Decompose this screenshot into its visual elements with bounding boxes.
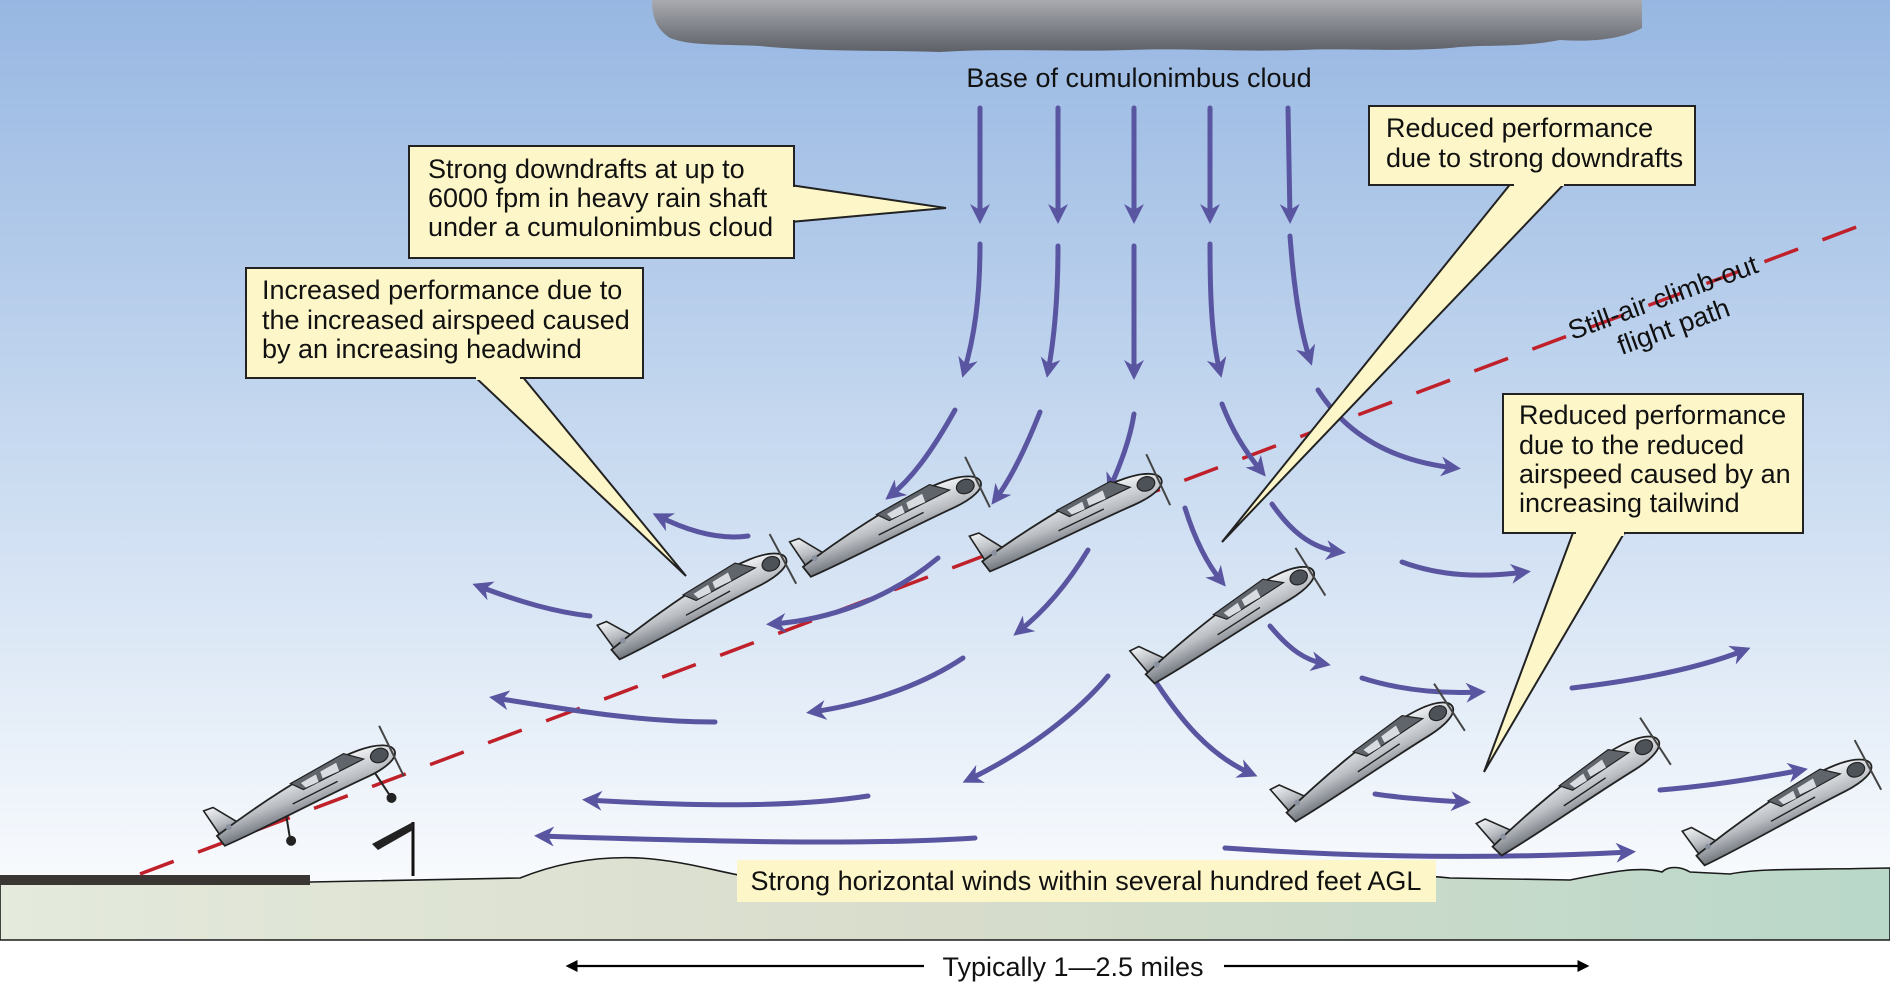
distance-indicator: Typically 1—2.5 miles <box>565 952 1590 982</box>
callout-headwind-line-1: Increased performance due to <box>262 275 622 305</box>
callout-downdrafts-line-2: 6000 fpm in heavy rain shaft <box>428 183 768 213</box>
callout-tailwind-line-1: Reduced performance <box>1519 400 1786 430</box>
callout-tailwind-line-3: airspeed caused by an <box>1519 459 1791 489</box>
cloud-label: Base of cumulonimbus cloud <box>966 63 1311 93</box>
callout-downdrafts-line-1: Strong downdrafts at up to <box>428 154 745 184</box>
callout-tailwind: Reduced performance due to the reduced a… <box>1483 393 1804 773</box>
downdraft-arrows <box>958 105 1316 380</box>
callout-headwind-line-2: the increased airspeed caused <box>262 305 630 335</box>
callout-reduced-downdrafts-line-2: due to strong downdrafts <box>1386 143 1683 173</box>
cumulonimbus-cloud <box>652 0 1642 52</box>
airplanes <box>195 451 1884 870</box>
ground-label: Strong horizontal winds within several h… <box>751 866 1422 896</box>
outflow-arrows <box>472 387 1808 863</box>
distance-label: Typically 1—2.5 miles <box>942 952 1203 982</box>
ground-label-box <box>737 860 1436 902</box>
callout-headwind: Increased performance due to the increas… <box>245 267 687 577</box>
airplane-takeoff-icon <box>195 722 407 850</box>
callout-reduced-downdrafts-line-1: Reduced performance <box>1386 113 1653 143</box>
callout-tailwind-line-2: due to the reduced <box>1519 430 1744 460</box>
callout-headwind-line-3: by an increasing headwind <box>262 334 582 364</box>
callout-reduced-downdrafts: Reduced performance due to strong downdr… <box>1221 105 1696 543</box>
runway <box>0 875 310 885</box>
callout-tailwind-line-4: increasing tailwind <box>1519 488 1740 518</box>
callout-downdrafts-line-3: under a cumulonimbus cloud <box>428 212 773 242</box>
windsock-icon <box>372 822 415 876</box>
callout-downdrafts: Strong downdrafts at up to 6000 fpm in h… <box>408 145 947 259</box>
